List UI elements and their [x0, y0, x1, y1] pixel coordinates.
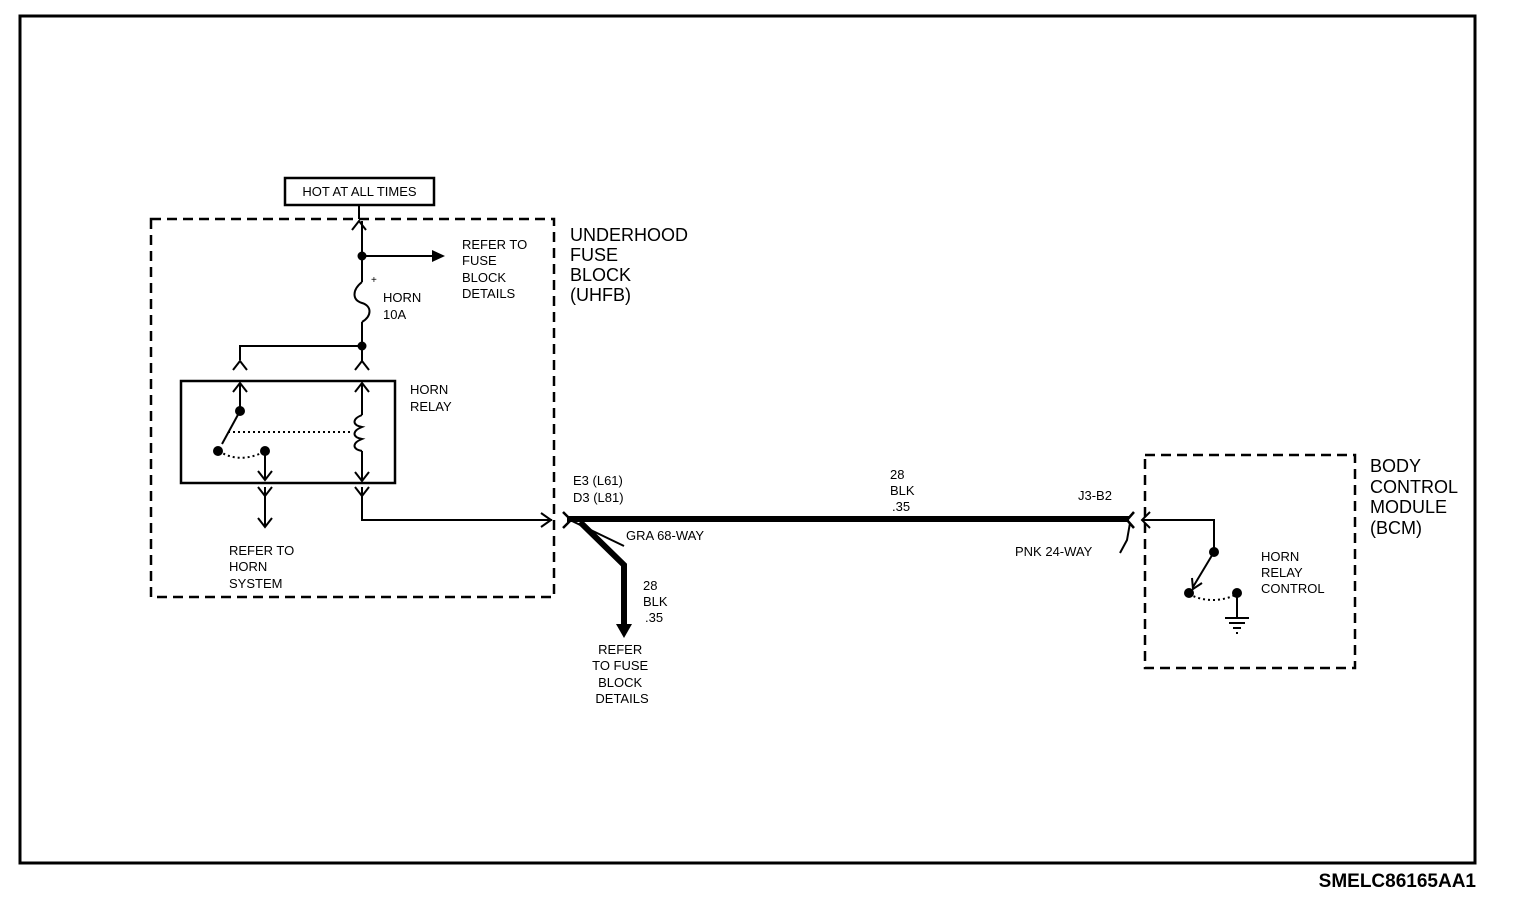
refer-fuse-block-top-label: REFER TO FUSE BLOCK DETAILS: [462, 237, 531, 301]
pnk-24-way-label: PNK 24-WAY: [1015, 544, 1093, 559]
fuse-plus-mark: +: [371, 275, 377, 286]
bcm-switch-pivot: [1209, 547, 1219, 557]
connector-j3-b2-label: J3-B2: [1078, 488, 1112, 503]
bcm-contact-right: [1232, 588, 1242, 598]
refer-fuse-block-bottom-label: REFER TO FUSE BLOCK DETAILS: [592, 642, 652, 706]
horn-fuse-icon: [353, 281, 371, 346]
diagram-frame: [18, 14, 1477, 865]
relay-control-wire: [354, 486, 553, 528]
relay-switch-pivot: [235, 406, 245, 416]
branch-arrow-head-icon: [616, 624, 632, 638]
gra-68-way-label: GRA 68-WAY: [626, 528, 704, 543]
main-blk-wire: [562, 511, 1135, 625]
bcm-title: BODY CONTROL MODULE (BCM): [1370, 456, 1462, 538]
horn-relay-control-label: HORN RELAY CONTROL: [1261, 549, 1325, 596]
uhfb-title: UNDERHOOD FUSE BLOCK (UHFB): [570, 225, 693, 305]
horn-relay-label: HORN RELAY: [410, 382, 452, 414]
bcm-internal-wiring: [1140, 511, 1249, 634]
relay-contact-left: [213, 446, 223, 456]
uhfb-enclosure: [149, 217, 556, 599]
hot-at-all-times-box: HOT AT ALL TIMES: [283, 176, 436, 207]
hot-at-all-times-label: HOT AT ALL TIMES: [302, 184, 416, 199]
horn-fuse-label: HORN 10A: [383, 290, 425, 322]
bcm-enclosure: [1143, 453, 1357, 670]
refer-horn-system-label: REFER TO HORN SYSTEM: [229, 543, 298, 591]
power-feed-wire: [351, 205, 367, 282]
relay-contact-right: [260, 446, 270, 456]
main-wire-label: 28 BLK .35: [890, 467, 918, 514]
bcm-contact-left: [1184, 588, 1194, 598]
refer-horn-arrow: [257, 486, 273, 529]
relay-feed-wires: [232, 345, 370, 371]
branch-wire-label: 28 BLK .35: [643, 578, 671, 625]
arrow-head-icon: [432, 250, 445, 262]
relay-internal-wiring: [218, 381, 370, 483]
horn-relay-box: [179, 379, 397, 485]
diagram-id-label: SMELC86165AA1: [1319, 871, 1477, 892]
connector-e3-d3-label: E3 (L61) D3 (L81): [573, 473, 627, 505]
